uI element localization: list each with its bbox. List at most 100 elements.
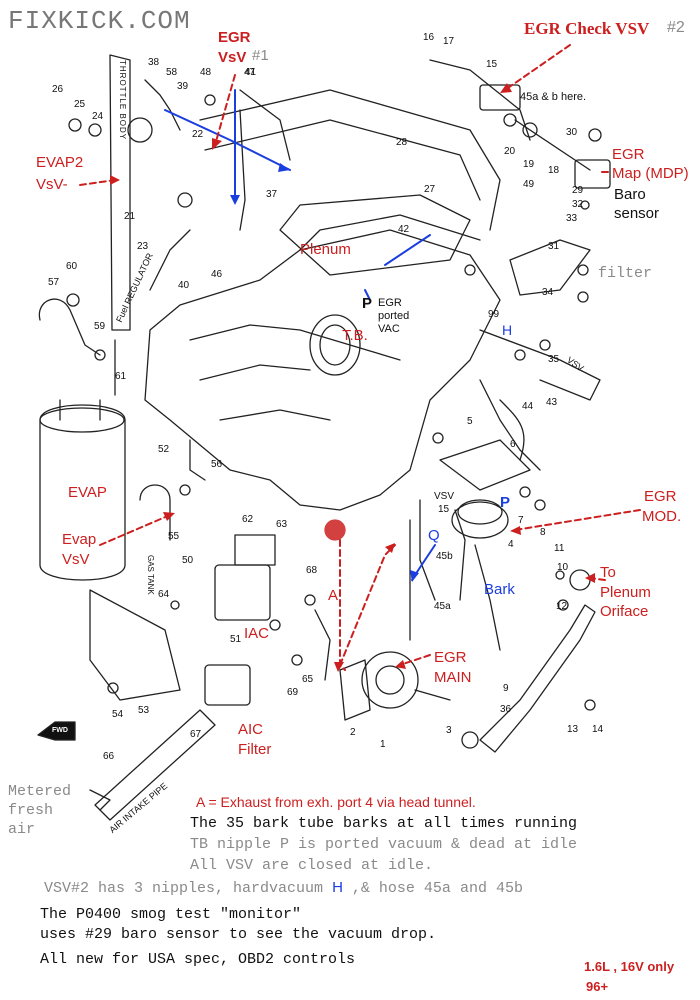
label-egr-map: EGR <box>612 146 645 163</box>
label-evap2-vsv: VsV- <box>36 176 68 193</box>
label-to: To <box>600 564 616 581</box>
label-egr-vsv: EGR <box>218 29 251 46</box>
part-number-44: 44 <box>522 401 534 412</box>
part-number-9: 9 <box>503 683 509 694</box>
label-p-top: P <box>362 295 373 312</box>
note-line7: All new for USA spec, OBD2 controls <box>40 951 356 968</box>
part-number-66: 66 <box>103 751 115 762</box>
part-number-55: 55 <box>168 531 180 542</box>
fwd-arrow <box>37 721 76 741</box>
label-q: Q <box>428 527 440 544</box>
note-line4-a: VSV#2 has 3 nipples, hardvacuum <box>44 880 324 897</box>
part-number-62: 62 <box>242 514 254 525</box>
label-evap-vsv: Evap <box>62 531 97 548</box>
part-number-51: 51 <box>230 634 242 645</box>
note-exhaust: A = Exhaust from exh. port 4 via head tu… <box>196 794 476 810</box>
part-number-69: 69 <box>287 687 299 698</box>
part-number-29: 29 <box>572 185 584 196</box>
part-number-45a: 45a <box>434 601 451 612</box>
label-egr-check-vsv-no: #2 <box>667 19 685 36</box>
label-p-mod: P <box>500 494 511 511</box>
part-number-36: 36 <box>500 704 512 715</box>
note-spec2: 96+ <box>586 979 609 994</box>
part-number-24: 24 <box>92 111 104 122</box>
arrow-egr-check <box>504 44 571 91</box>
part-number-46: 46 <box>211 269 223 280</box>
part-number-59: 59 <box>94 321 106 332</box>
part-number-61: 61 <box>115 371 127 382</box>
label-h: H <box>502 322 513 338</box>
part-number-23: 23 <box>137 241 149 252</box>
part-number-42: 42 <box>398 224 410 235</box>
part-number-32: 32 <box>572 199 584 210</box>
label-sensor: sensor <box>614 205 660 222</box>
engine-block <box>144 229 501 511</box>
part-number-60: 60 <box>66 261 78 272</box>
note-line6: uses #29 baro sensor to see the vacuum d… <box>40 926 437 943</box>
blue-flow-1 <box>164 109 291 171</box>
part-number-37: 37 <box>266 189 278 200</box>
label-fwd: FWD <box>52 727 68 734</box>
label-vac: VAC <box>378 323 400 335</box>
label-here-note: 45a & b here. <box>520 91 587 103</box>
part-number-20: 20 <box>504 146 516 157</box>
label-bark: Bark <box>484 581 515 598</box>
part-number-18: 18 <box>548 165 560 176</box>
part-number-63: 63 <box>276 519 288 530</box>
part-number-68: 68 <box>306 565 318 576</box>
part-number-26: 26 <box>52 84 64 95</box>
note-line4-h: H <box>332 879 343 896</box>
part-number-22: 22 <box>192 129 204 140</box>
part-number-10: 10 <box>557 562 569 573</box>
label-iac: IAC <box>244 625 270 642</box>
arrow-evap2 <box>79 179 116 186</box>
label-throttle-body: THROTTLE BODY <box>118 60 127 141</box>
label-vsv15-n: 15 <box>438 504 450 515</box>
part-number-3: 3 <box>446 725 452 736</box>
part-number-31: 31 <box>548 241 560 252</box>
part-number-21: 21 <box>124 211 136 222</box>
part-number-43: 43 <box>546 397 558 408</box>
evap-canister <box>39 404 126 581</box>
label-baro: Baro <box>614 186 646 203</box>
part-number-7: 7 <box>518 515 524 526</box>
air-intake-pipe <box>94 709 216 821</box>
note-line3: All VSV are closed at idle. <box>190 857 434 874</box>
label-aic-filter: Filter <box>238 741 272 758</box>
note-line4-b: ,& hose 45a and 45b <box>351 880 523 897</box>
label-evap2: EVAP2 <box>36 154 84 171</box>
egr-modulator <box>451 501 509 539</box>
label-gas-tank: GAS TANK <box>146 555 155 595</box>
part-number-57: 57 <box>48 277 60 288</box>
part-number-19: 19 <box>523 159 535 170</box>
label-egr-mod-2: MOD. <box>642 508 682 525</box>
part-number-50: 50 <box>182 555 194 566</box>
note-spec1: 1.6L , 16V only <box>584 959 675 974</box>
part-number-13: 13 <box>567 724 579 735</box>
baro-sensor <box>574 159 611 189</box>
part-number-8: 8 <box>540 527 546 538</box>
label-ported: ported <box>378 310 410 322</box>
part-number-38: 38 <box>148 57 160 68</box>
part-number-5: 5 <box>467 416 473 427</box>
part-number-27: 27 <box>424 184 436 195</box>
label-egr-vsv-2: VsV <box>218 49 247 66</box>
part-number-58: 58 <box>166 67 178 78</box>
part-number-67: 67 <box>190 729 202 740</box>
label-plenum: Plenum <box>300 241 351 258</box>
part-number-39: 39 <box>177 81 189 92</box>
part-number-17: 17 <box>443 36 455 47</box>
blue-flow-4 <box>364 289 371 301</box>
part-number-16: 16 <box>423 32 435 43</box>
label-aic: AIC <box>238 721 264 738</box>
part-number-15: 15 <box>486 59 498 70</box>
label-to-plenum: Plenum <box>600 584 651 601</box>
part-number-52: 52 <box>158 444 170 455</box>
part-number-41: 41 <box>245 67 257 78</box>
part-number-33: 33 <box>566 213 578 224</box>
label-metered: Metered <box>8 783 72 800</box>
part-number-6: 6 <box>510 439 516 450</box>
part-number-99: 99 <box>488 309 500 320</box>
note-line1: The 35 bark tube barks at all times runn… <box>190 815 578 832</box>
